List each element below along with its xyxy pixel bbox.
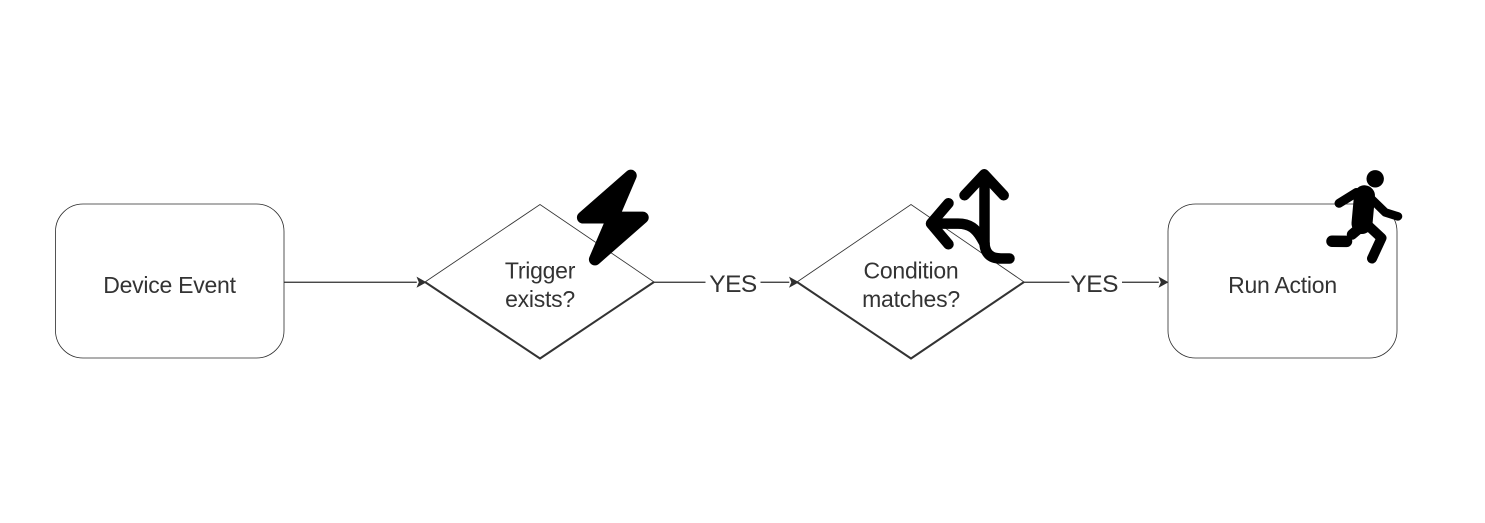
svg-text:matches?: matches? bbox=[862, 286, 960, 312]
svg-text:Trigger: Trigger bbox=[505, 258, 576, 284]
svg-text:Device Event: Device Event bbox=[103, 272, 236, 298]
svg-text:YES: YES bbox=[709, 271, 757, 298]
svg-text:exists?: exists? bbox=[505, 286, 575, 312]
svg-text:YES: YES bbox=[1070, 271, 1118, 298]
svg-text:Run Action: Run Action bbox=[1228, 272, 1337, 298]
svg-text:Condition: Condition bbox=[864, 258, 959, 284]
